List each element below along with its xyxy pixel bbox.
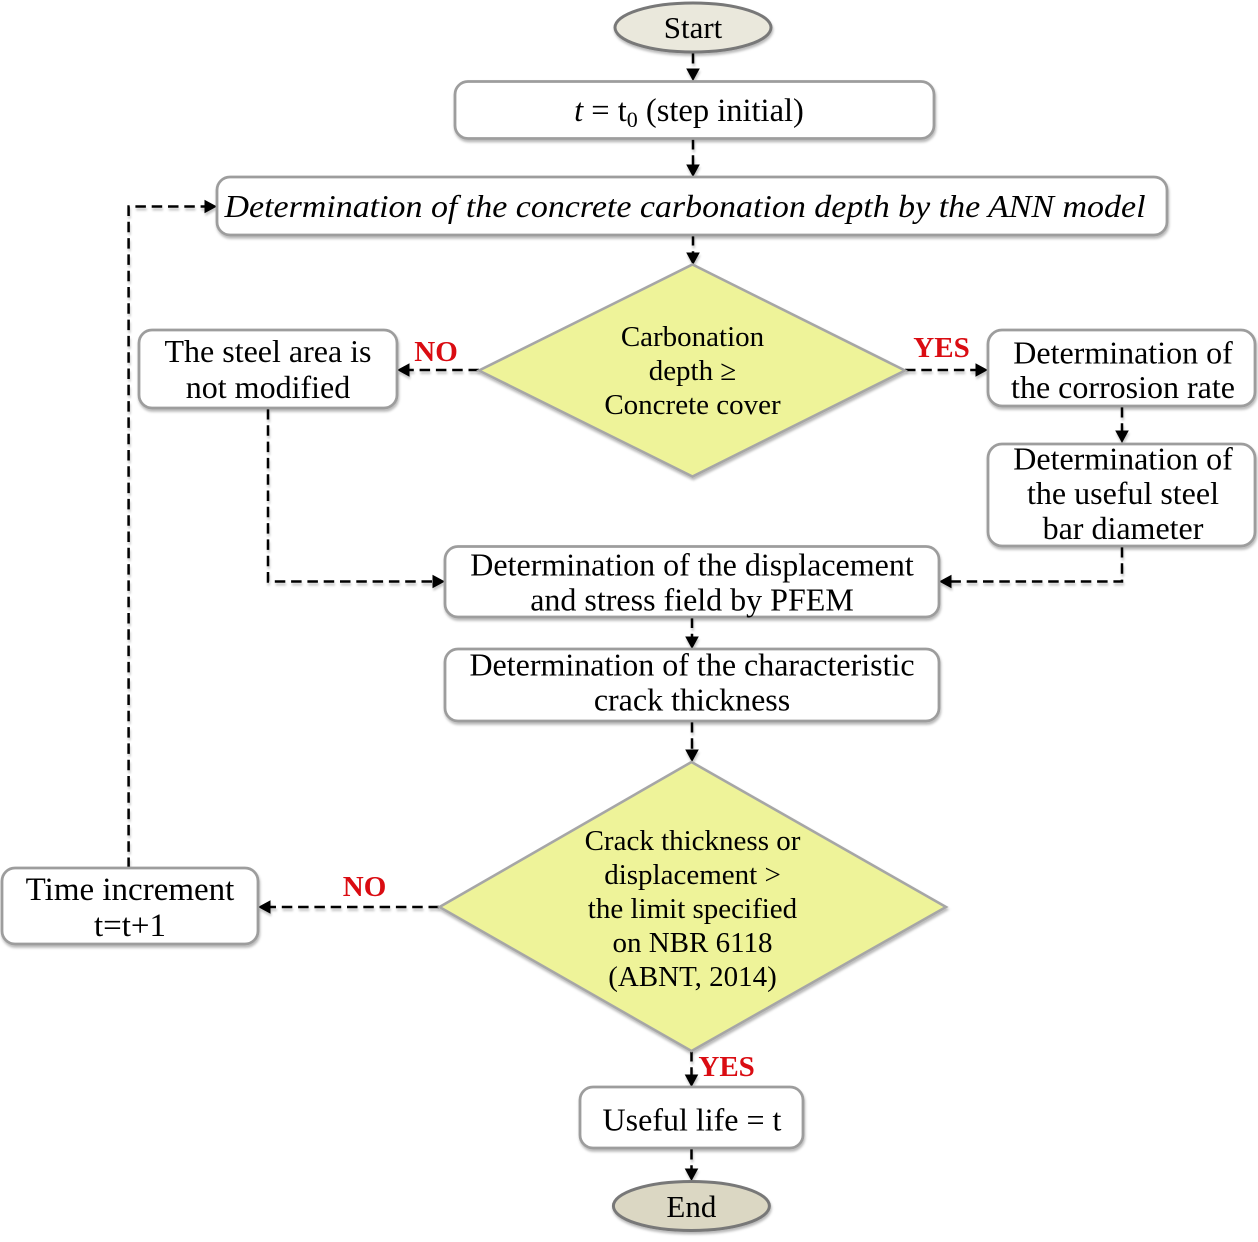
- svg-text:YES: YES: [698, 1051, 754, 1083]
- svg-text:Concrete cover: Concrete cover: [604, 389, 781, 421]
- svg-text:crack thickness: crack thickness: [594, 681, 790, 717]
- svg-text:Determination of: Determination of: [1013, 335, 1233, 371]
- svg-text:depth ≥: depth ≥: [649, 355, 737, 387]
- svg-text:t = t0 (step initial): t = t0 (step initial): [574, 93, 804, 132]
- svg-text:Determination of the concrete: Determination of the concrete carbonatio…: [223, 189, 1145, 224]
- svg-text:t=t+1: t=t+1: [94, 908, 166, 944]
- svg-text:Determination of the character: Determination of the characteristic: [469, 647, 914, 683]
- svg-text:Time increment: Time increment: [26, 872, 235, 908]
- svg-text:not modified: not modified: [186, 369, 350, 405]
- svg-text:on NBR 6118: on NBR 6118: [612, 927, 772, 959]
- svg-text:the limit specified: the limit specified: [588, 893, 798, 925]
- svg-text:The steel area is: The steel area is: [165, 333, 372, 369]
- svg-text:displacement >: displacement >: [604, 859, 781, 891]
- svg-text:Crack thickness or: Crack thickness or: [585, 825, 801, 857]
- svg-text:Useful life = t: Useful life = t: [603, 1102, 782, 1138]
- svg-text:NO: NO: [343, 871, 387, 903]
- svg-text:bar diameter: bar diameter: [1043, 510, 1204, 546]
- svg-text:Start: Start: [664, 10, 723, 45]
- svg-text:Determination of the displacem: Determination of the displacement: [470, 547, 914, 583]
- svg-text:Carbonation: Carbonation: [621, 321, 765, 353]
- svg-text:Determination of: Determination of: [1013, 441, 1233, 477]
- svg-text:YES: YES: [913, 332, 969, 364]
- svg-text:the corrosion rate: the corrosion rate: [1011, 369, 1235, 405]
- svg-text:the useful steel: the useful steel: [1027, 475, 1219, 511]
- svg-text:NO: NO: [414, 336, 458, 368]
- svg-text:(ABNT, 2014): (ABNT, 2014): [608, 961, 777, 993]
- svg-text:and stress field by PFEM: and stress field by PFEM: [530, 581, 854, 617]
- svg-text:End: End: [666, 1189, 716, 1224]
